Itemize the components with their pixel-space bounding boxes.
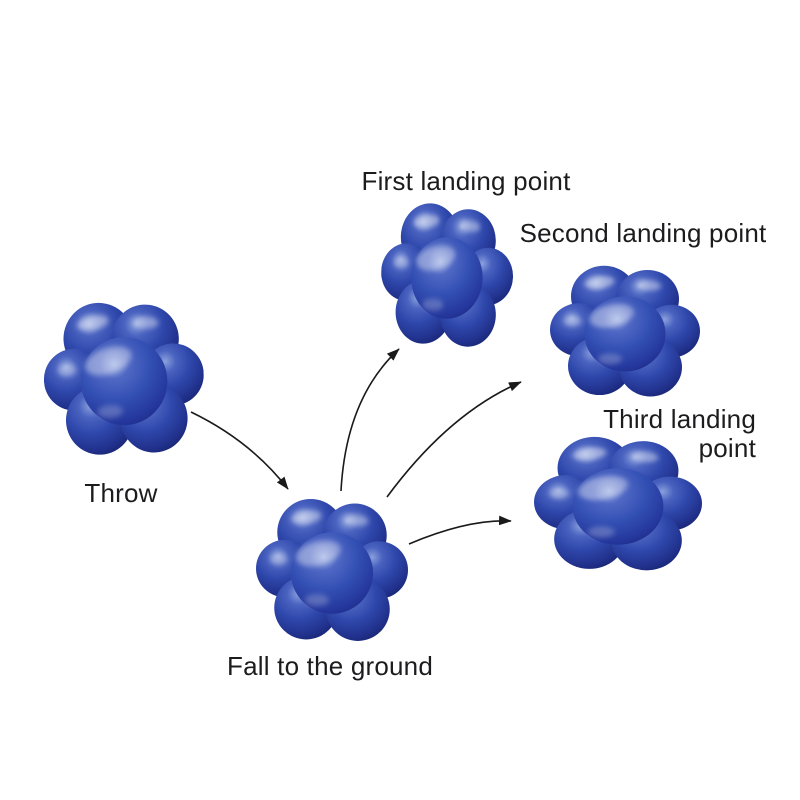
stage-label-first-landing: First landing point [361,166,571,196]
arrow-fall-to-third [408,515,512,545]
stage-label-fall-to-ground: Fall to the ground [227,651,433,681]
reaction-ball-icon [550,263,700,402]
reaction-ball-icon [39,293,210,467]
reaction-ball-second-landing [550,263,700,402]
stage-label-third-landing: Third landing point [603,404,756,464]
reaction-ball-fall [256,496,408,647]
reaction-ball-icon [378,199,515,355]
arrow-fall-to-first [340,348,400,492]
reaction-ball-icon [256,496,408,647]
stage-label-second-landing: Second landing point [519,218,767,248]
reaction-ball-first-landing [378,199,515,355]
reaction-ball-throw [39,293,210,467]
arrow-fall-to-second [386,381,522,498]
stage-label-throw: Throw [84,478,158,508]
